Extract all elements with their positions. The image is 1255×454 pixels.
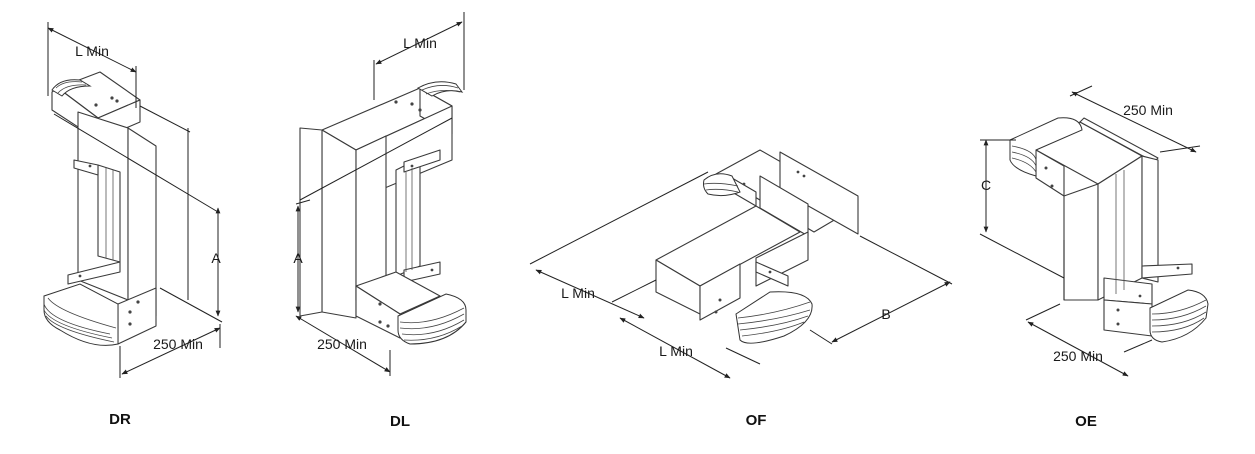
of-lower-busbars — [735, 291, 813, 344]
oe-vertical-body — [1063, 155, 1193, 305]
oe-top-busbars — [1009, 117, 1083, 177]
of-upper-channel — [715, 149, 859, 237]
oe-250min-label-bottom: 250 Min — [1053, 348, 1103, 364]
dl-dimensions — [295, 12, 465, 376]
of-b-label: B — [881, 306, 890, 322]
oe-variant-label: OE — [1075, 413, 1097, 430]
of-variant-label: OF — [746, 412, 767, 429]
dr-bottom-busbars — [43, 283, 119, 346]
dr-variant-label: DR — [109, 411, 131, 428]
fitting-oe: 250 Min C 250 Min OE — [979, 85, 1209, 430]
dl-250min-label: 250 Min — [317, 336, 367, 352]
of-lmin-label-1: L Min — [561, 285, 595, 301]
of-lmin-label-2: L Min — [659, 343, 693, 359]
fitting-dl: L Min A 250 Min DL — [293, 12, 467, 430]
dr-vertical-channel — [67, 111, 157, 317]
dl-lmin-label: L Min — [403, 35, 437, 51]
of-lower-channel — [655, 205, 809, 321]
dl-a-label: A — [293, 250, 303, 266]
dr-a-label: A — [211, 250, 221, 266]
fitting-dr: L Min A 250 Min DR — [43, 22, 223, 428]
oe-bottom-busbars — [1149, 289, 1209, 343]
oe-dimensions — [979, 85, 1201, 377]
of-dimensions — [529, 171, 953, 379]
of-upper-busbars — [703, 173, 741, 197]
dl-variant-label: DL — [390, 413, 410, 430]
dr-top-busbars — [51, 79, 92, 97]
dl-top-busbars — [416, 81, 464, 97]
dr-dimensions — [47, 22, 223, 378]
dr-250min-label: 250 Min — [153, 336, 203, 352]
fitting-of: L Min L Min B OF — [529, 149, 953, 429]
dl-bottom-busbars — [397, 293, 467, 345]
oe-bottom-housing — [1103, 299, 1153, 337]
dr-lmin-label: L Min — [75, 43, 109, 59]
oe-c-label: C — [981, 177, 991, 193]
oe-250min-label-top: 250 Min — [1123, 102, 1173, 118]
